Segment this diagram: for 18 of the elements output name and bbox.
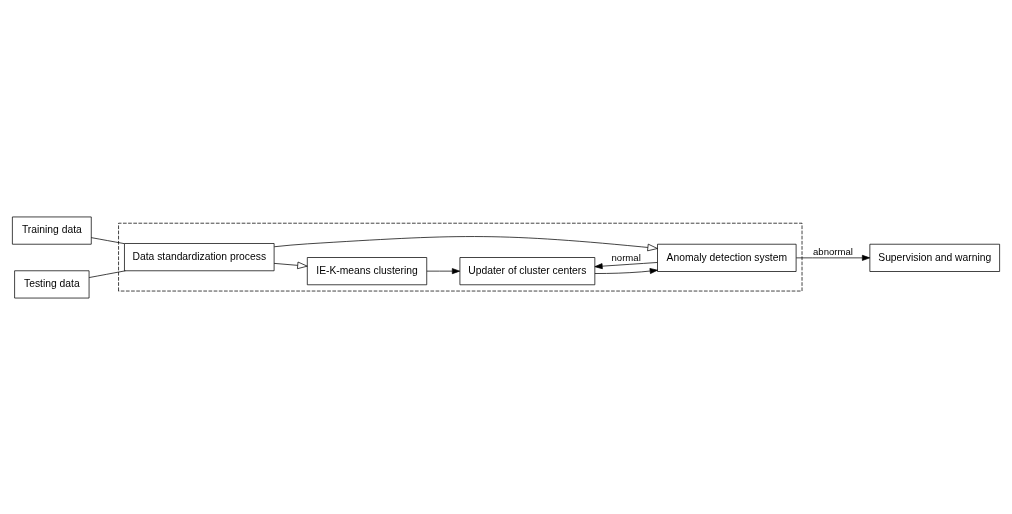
node-box: Anomaly detection system	[657, 243, 797, 272]
node-box: Updater of cluster centers	[459, 256, 596, 285]
arrow	[274, 235, 658, 251]
cluster	[118, 222, 803, 291]
arrow	[795, 254, 871, 261]
edge-label: abnormal	[813, 245, 853, 257]
connector	[90, 236, 125, 244]
node-box: Testing data	[14, 269, 90, 298]
arrow	[426, 267, 461, 274]
node-box: Training data	[12, 216, 92, 245]
arrow	[594, 267, 658, 274]
arrow	[273, 261, 308, 269]
node-box: IE-K-means clustering	[306, 256, 428, 285]
connector	[88, 269, 126, 278]
edge-label: normal	[611, 251, 641, 263]
arrow	[594, 261, 658, 269]
node-box: Supervision and warning	[869, 243, 1000, 272]
node-box: Data standardization process	[124, 242, 275, 271]
